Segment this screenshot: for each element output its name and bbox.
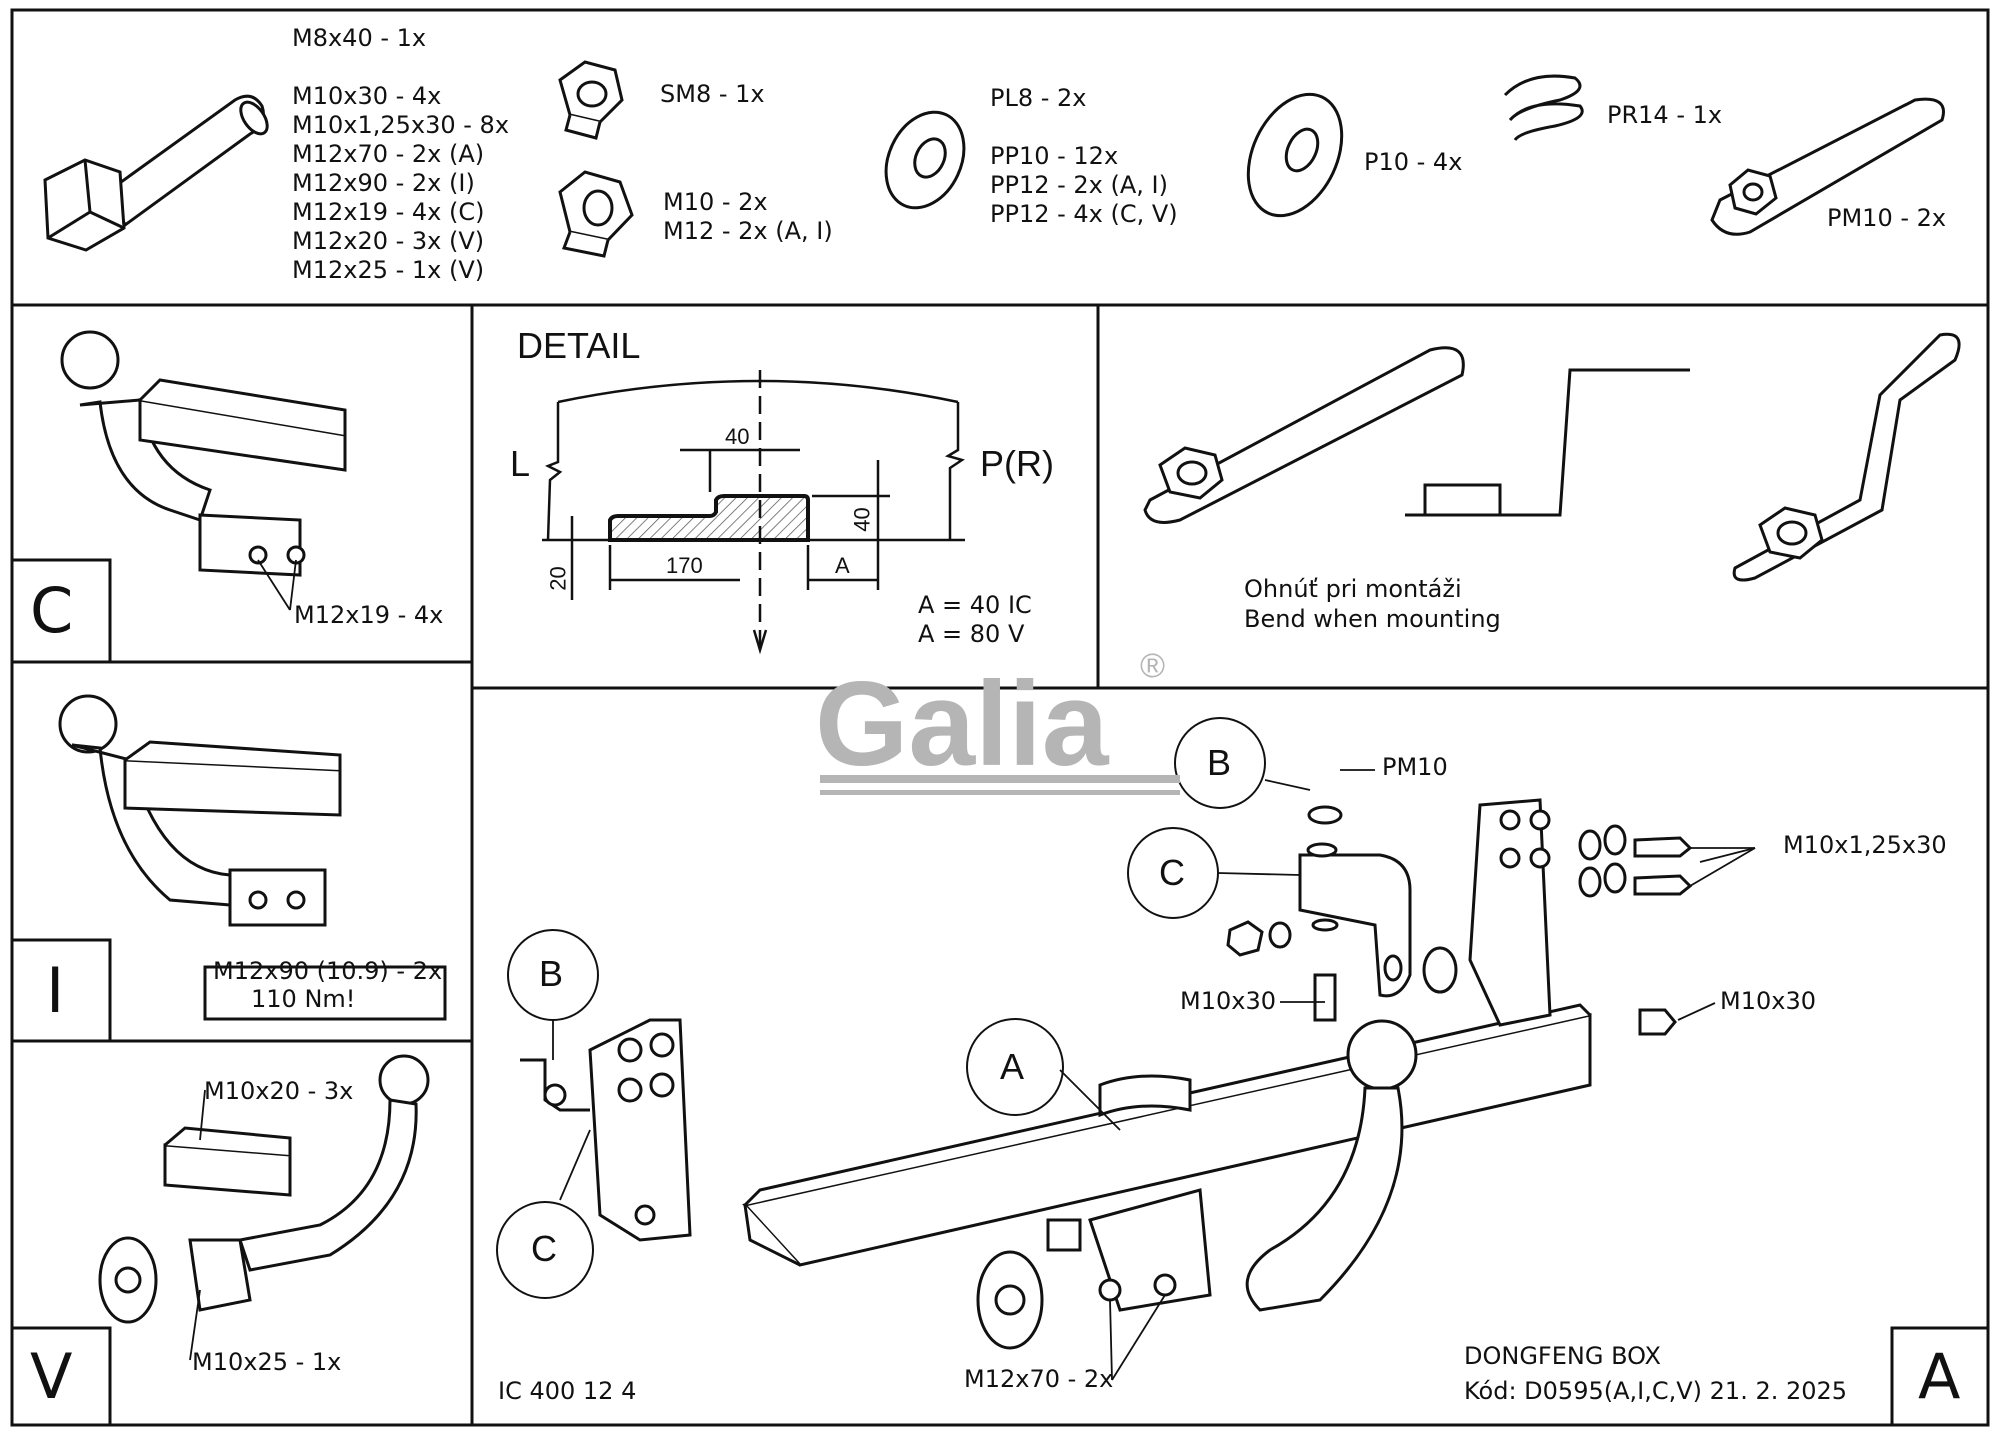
detail-left-label: L [510, 443, 531, 484]
washer-icon [884, 110, 966, 210]
plate-nut-icon [1710, 97, 1945, 236]
variant-i-callout-line1: M12x90 (10.9) - 2x [213, 957, 443, 985]
bolt-m12x19: M12x19 - 4x (C) [292, 198, 485, 226]
galia-logo: Galia ® [815, 647, 1180, 795]
plate-nut-label: PM10 - 2x [1827, 204, 1947, 232]
bolt-m8x40: M8x40 - 1x [292, 24, 427, 52]
detail-dim-40-top: 40 [725, 424, 750, 449]
leader-lines [189, 559, 1756, 1381]
label-m10x30-right: M10x30 [1720, 987, 1816, 1015]
large-washer-label: P10 - 4x [1364, 148, 1463, 176]
bend-drawings [1143, 332, 1961, 582]
detail-dim-20: 20 [545, 566, 571, 591]
detail-dim-170: 170 [666, 553, 703, 578]
vehicle-name: DONGFENG BOX [1464, 1342, 1661, 1370]
callout-c-left: C [531, 1228, 557, 1269]
bolt-m12x90: M12x90 - 2x (I) [292, 169, 475, 197]
callout-b-top: B [1207, 742, 1232, 783]
bolt-m12x25: M12x25 - 1x (V) [292, 256, 485, 284]
logo-wordmark: Galia [815, 657, 1110, 791]
bend-note-line1: Ohnúť pri montáži [1244, 575, 1462, 603]
label-m10-125x30: M10x1,25x30 [1783, 831, 1947, 859]
self-lock-nut-label: SM8 - 1x [660, 80, 765, 108]
bolt-icon [43, 94, 269, 252]
bolt-m12x70: M12x70 - 2x (A) [292, 140, 485, 168]
variant-i-drawing [58, 694, 447, 1021]
spring-icon [1503, 74, 1584, 141]
part-code-date: Kód: D0595(A,I,C,V) 21. 2. 2025 [1464, 1377, 1848, 1405]
variant-i-letter: I [46, 954, 65, 1027]
variant-i-callout-line2: 110 Nm! [251, 985, 356, 1013]
self-lock-nut-icon [558, 60, 624, 140]
variant-v-callout-bottom: M10x25 - 1x [192, 1348, 342, 1376]
washer-pp12-cv-label: PP12 - 4x (C, V) [990, 200, 1178, 228]
label-pm10: PM10 [1382, 753, 1448, 781]
callout-a: A [1000, 1046, 1025, 1087]
washer-pl8-label: PL8 - 2x [990, 84, 1087, 112]
callout-c-top: C [1159, 852, 1185, 893]
detail-note-1: A = 40 IC [918, 591, 1032, 619]
bolt-m10x125x30: M10x1,25x30 - 8x [292, 111, 510, 139]
callout-b-left: B [539, 953, 564, 994]
variant-c-drawing [60, 330, 347, 577]
logo-registered-mark: ® [1140, 647, 1165, 685]
detail-right-label: P(R) [980, 443, 1054, 484]
detail-note-2: A = 80 V [918, 620, 1025, 648]
variant-a-letter: A [1918, 1340, 1961, 1413]
detail-drawing [542, 370, 965, 655]
drawing-code: IC 400 12 4 [498, 1377, 637, 1405]
large-washer-icon [1246, 92, 1344, 218]
bolt-m10x30: M10x30 - 4x [292, 82, 442, 110]
variant-c-letter: C [30, 574, 74, 647]
washer-pp10-label: PP10 - 12x [990, 142, 1119, 170]
nut-m10-label: M10 - 2x [663, 188, 768, 216]
bolt-m12x20: M12x20 - 3x (V) [292, 227, 485, 255]
detail-dim-a: A [835, 553, 850, 578]
label-m10x30-left: M10x30 [1180, 987, 1276, 1015]
variant-v-drawing [98, 1054, 430, 1324]
frame [10, 8, 1990, 1427]
label-m12x70: M12x70 - 2x [964, 1365, 1114, 1393]
variant-v-callout-top: M10x20 - 3x [204, 1077, 354, 1105]
callout-circles [496, 717, 1266, 1299]
nut-m12-label: M12 - 2x (A, I) [663, 217, 833, 245]
variant-v-letter: V [30, 1340, 73, 1413]
variant-c-callout: M12x19 - 4x [294, 601, 444, 629]
nut-icon [558, 170, 634, 258]
detail-dim-40-side: 40 [849, 507, 875, 532]
washer-pp12-ai-label: PP12 - 2x (A, I) [990, 171, 1168, 199]
main-assembly [520, 798, 1693, 1350]
detail-title: DETAIL [517, 325, 641, 366]
bend-note-line2: Bend when mounting [1244, 605, 1501, 633]
spring-label: PR14 - 1x [1607, 101, 1723, 129]
